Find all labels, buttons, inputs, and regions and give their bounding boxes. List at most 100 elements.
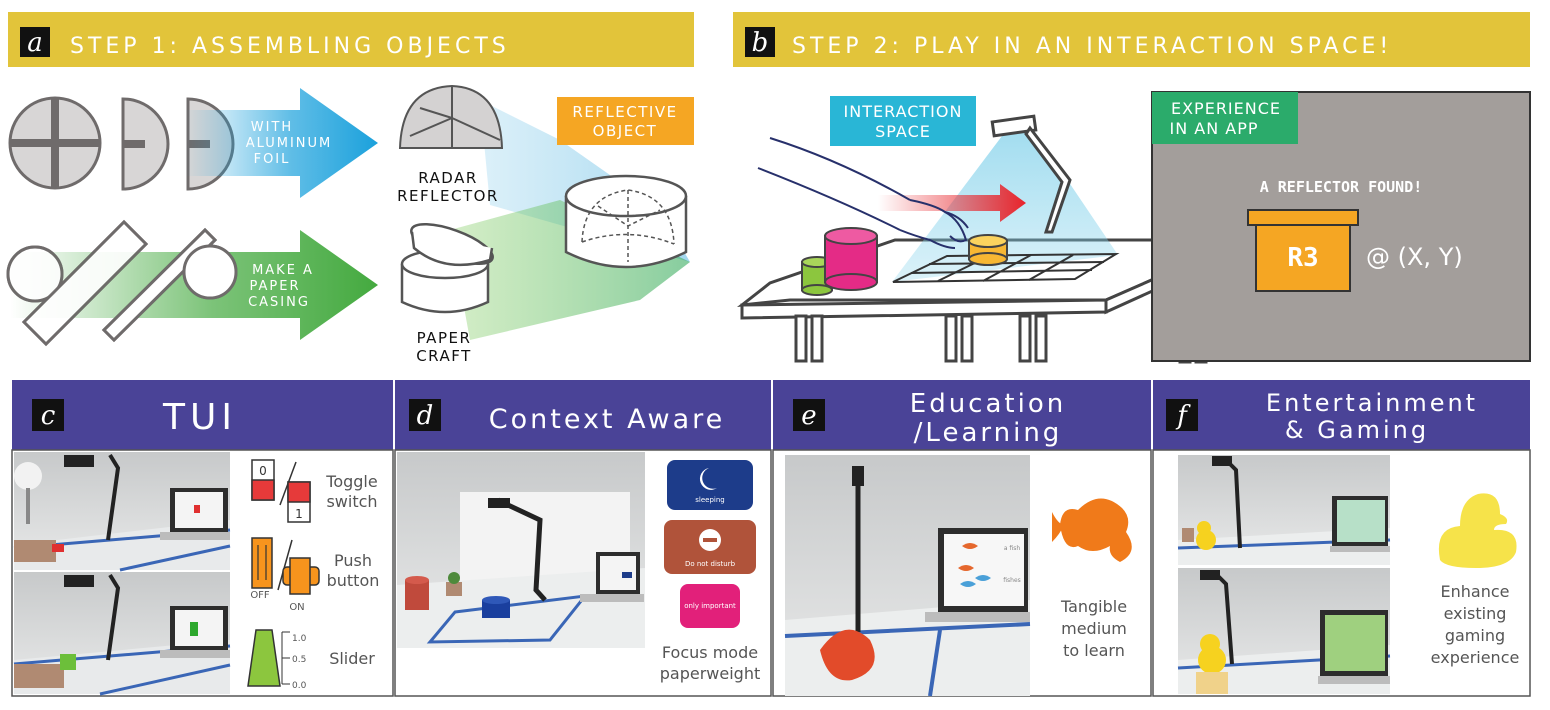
- panel-d-title: Context Aware: [489, 404, 725, 435]
- slider-tick-mid: 0.5: [292, 655, 306, 665]
- toggle-bottom-digit: 1: [295, 507, 303, 521]
- reflector-id: R3: [1287, 243, 1318, 273]
- context-caption-2: paperweight: [660, 664, 760, 683]
- interaction-space-label-1: INTERACTION: [844, 102, 963, 121]
- panel-e-title-1: Education: [910, 389, 1066, 419]
- panel-f-header: [1153, 380, 1530, 450]
- reflective-label-1: REFLECTIVE: [572, 103, 677, 121]
- panel-b-letter-box: [745, 27, 775, 57]
- interaction-space-label-box: [830, 96, 976, 146]
- slider-tick-top: 1.0: [292, 634, 307, 644]
- app-label-2: IN AN APP: [1169, 119, 1258, 138]
- panel-d-letter-box: [409, 399, 441, 431]
- panel-d-header: [395, 380, 771, 450]
- panel-b: b STEP 2: PLAY IN AN INTERACTION SPACE! …: [733, 12, 1531, 364]
- panel-f-title-1: Entertainment: [1266, 389, 1478, 417]
- aluminum-foil-arrow: [185, 88, 378, 198]
- arrow1-line3: FOIL: [254, 152, 291, 167]
- toggle-label-1: Toggle: [325, 472, 377, 491]
- panel-d: d Context Aware sleeping: [394, 380, 772, 697]
- radar-reflector-illustration: [398, 84, 504, 149]
- interaction-grid: [892, 252, 1120, 283]
- reflective-label-2: OBJECT: [593, 122, 658, 140]
- paper-label-2: CRAFT: [416, 347, 472, 365]
- push-on-label: ON: [289, 602, 304, 613]
- screen-fish-text: a fish: [1004, 545, 1020, 552]
- push-button-icon: [251, 537, 320, 595]
- panel-a-title: STEP 1: ASSEMBLING OBJECTS: [70, 34, 510, 59]
- tag-sleeping-text: sleeping: [695, 496, 724, 504]
- education-photo: [784, 455, 1031, 697]
- panel-f-letter-box: [1166, 399, 1198, 431]
- panel-d-letter: d: [417, 401, 434, 431]
- panel-f: f Entertainment & Gaming: [1152, 380, 1531, 697]
- gaming-caption-3: gaming: [1445, 626, 1505, 645]
- push-label-2: button: [327, 571, 380, 590]
- panel-a-letter: a: [27, 28, 43, 58]
- reflector-found-text: A REFLECTOR FOUND!: [1260, 178, 1423, 196]
- panel-c-title: TUI: [162, 397, 237, 438]
- slider-tick-bottom: 0.0: [292, 681, 307, 691]
- duck-icon: [1438, 493, 1517, 568]
- reflective-object-label-box: [557, 97, 694, 145]
- panel-c-letter-box: [32, 399, 64, 431]
- screen-fishes-text: fishes: [1003, 577, 1021, 584]
- arrow1-line1: WITH: [251, 120, 293, 135]
- app-label-1: EXPERIENCE: [1171, 99, 1281, 118]
- context-caption-1: Focus mode: [662, 643, 758, 662]
- toggle-top-digit: 0: [259, 464, 267, 478]
- gaming-caption-1: Enhance: [1441, 582, 1510, 601]
- panel-e-header: [773, 380, 1151, 450]
- toggle-switch-icon: [251, 459, 311, 523]
- panel-e: e Education /Learning a fish fishes Tang…: [772, 380, 1152, 697]
- paper-label-1: PAPER: [417, 329, 472, 347]
- panel-c-header: [12, 380, 393, 450]
- goldfish-icon: [1052, 498, 1132, 562]
- panel-a: a STEP 1: ASSEMBLING OBJECTS WITH ALUMIN…: [6, 12, 694, 365]
- arrow2-line3: CASING: [248, 295, 310, 310]
- push-label-1: Push: [334, 551, 372, 570]
- panel-e-title-2: /Learning: [914, 418, 1063, 448]
- panel-f-title-2: & Gaming: [1285, 416, 1429, 444]
- move-arrow: [878, 184, 1026, 222]
- panel-e-letter: e: [801, 401, 816, 431]
- slider-icon: [247, 629, 290, 687]
- gaming-caption-2: existing: [1444, 604, 1507, 623]
- panel-a-header: [8, 12, 694, 67]
- pink-cylinder: [824, 227, 878, 291]
- tui-photo-bottom: [13, 572, 231, 696]
- education-caption-2: medium: [1061, 619, 1127, 638]
- reflector-id-box: [1247, 209, 1359, 292]
- reflective-object-illustration: [564, 174, 688, 269]
- tui-photo-top: [13, 452, 231, 572]
- slider-label: Slider: [329, 649, 375, 668]
- tag-only-important: [680, 584, 740, 628]
- radar-label-1: RADAR: [418, 169, 478, 187]
- panel-b-header: [733, 12, 1530, 67]
- arrow1-line2: ALUMINUM: [246, 136, 333, 151]
- panel-a-letter-box: [20, 27, 50, 57]
- radar-label-2: REFLECTOR: [397, 187, 499, 205]
- tag-dnd-text: Do not disturb: [685, 560, 736, 568]
- context-photo: [397, 452, 645, 648]
- push-off-label: OFF: [250, 590, 270, 601]
- panel-c-letter: c: [41, 401, 56, 431]
- toggle-label-2: switch: [326, 492, 377, 511]
- education-caption-1: Tangible: [1060, 597, 1127, 616]
- paper-craft-illustration: [400, 223, 494, 314]
- tag-do-not-disturb: [664, 520, 756, 574]
- panel-b-title: STEP 2: PLAY IN AN INTERACTION SPACE!: [792, 34, 1392, 59]
- orange-cylinder: [968, 234, 1008, 266]
- tag-sleeping: [667, 460, 753, 510]
- education-caption-3: to learn: [1063, 641, 1125, 660]
- reflector-coords: @ (X, Y): [1366, 243, 1463, 271]
- app-label-box: [1152, 92, 1298, 144]
- gaming-photo-top: [1177, 455, 1391, 565]
- tag-important-text: only important: [684, 602, 736, 610]
- panel-b-letter: b: [752, 28, 769, 58]
- gaming-caption-4: experience: [1431, 648, 1520, 667]
- hand-illustration: [757, 137, 969, 249]
- interaction-space-label-2: SPACE: [875, 122, 931, 141]
- panel-c: c TUI: [11, 380, 394, 697]
- gaming-photo-bottom: [1177, 568, 1391, 694]
